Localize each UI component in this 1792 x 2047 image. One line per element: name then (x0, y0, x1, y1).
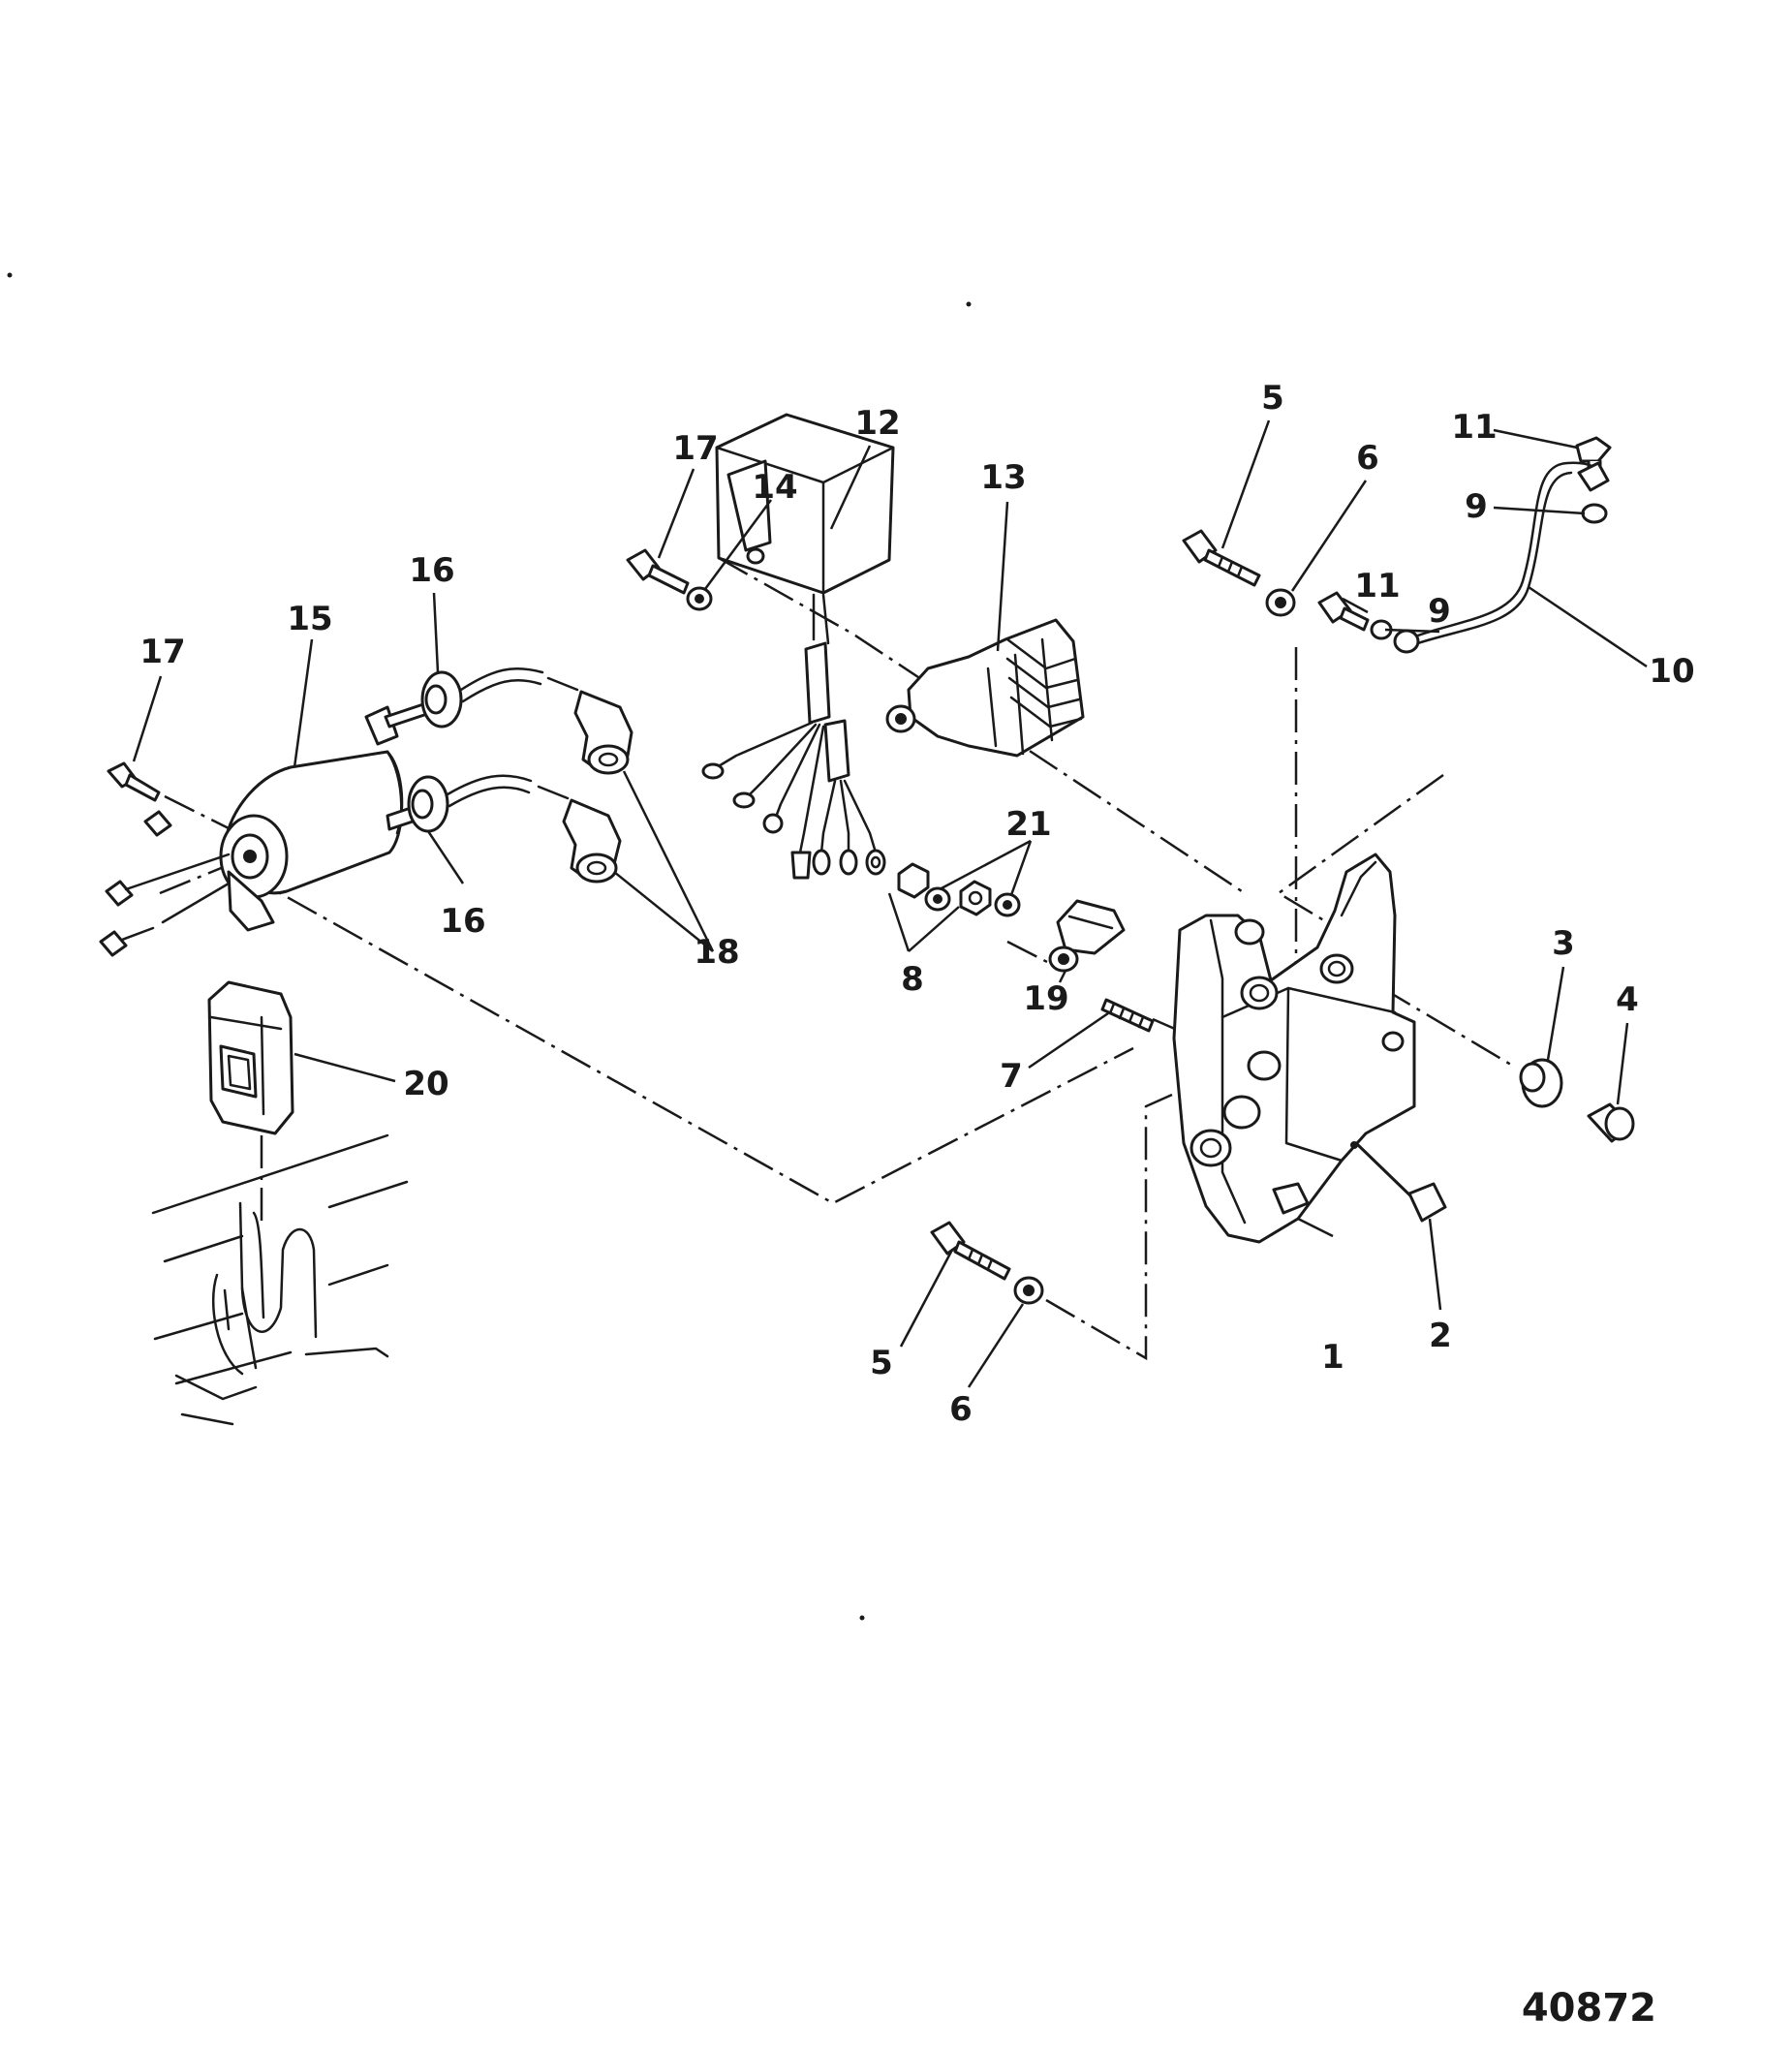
callout-6-bottom: 6 (949, 1390, 973, 1429)
plug-boot-16-top (420, 670, 463, 729)
callout-21: 21 (1005, 805, 1051, 844)
callout-20: 20 (403, 1065, 448, 1103)
ignition-coil-15 (99, 701, 432, 957)
callout-16-top: 16 (409, 551, 454, 590)
callout-3: 3 (1552, 924, 1575, 963)
switch-box-12 (701, 413, 895, 880)
spark-plug-cap-18-bottom (562, 798, 622, 884)
callout-16-bottom: 16 (440, 902, 485, 941)
figure-number: 40872 (1522, 1986, 1656, 2031)
mounting-plate (1172, 853, 1416, 1244)
spark-plug-cap-18-top (573, 690, 633, 775)
leader-lines (132, 419, 1648, 1388)
spark-lead-bottom (446, 774, 570, 808)
bolt-5-upper (1182, 529, 1261, 587)
callout-11-top: 11 (1451, 408, 1497, 447)
callout-12: 12 (854, 404, 900, 443)
washer-6-upper (1265, 588, 1296, 617)
nut-8-b (959, 880, 992, 916)
grommet-3 (1519, 1058, 1563, 1108)
stud-7 (1100, 998, 1155, 1033)
scan-specks (7, 272, 972, 1621)
nut-8-a (897, 862, 930, 899)
callout-1: 1 (1321, 1338, 1344, 1377)
callout-15: 15 (287, 600, 332, 638)
callout-14: 14 (752, 468, 797, 507)
rectifier-13 (885, 618, 1085, 758)
engine-block-fragment (151, 1133, 409, 1426)
callout-6-top: 6 (1356, 439, 1379, 478)
screw-17-left (107, 761, 161, 802)
callout-4: 4 (1616, 980, 1639, 1019)
ground-lead-10 (1393, 461, 1610, 654)
plug-boot-16-bottom (407, 775, 449, 833)
washer-21-a (924, 886, 951, 912)
callouts: 1 2 3 4 5 6 5 6 7 8 9 9 10 11 11 12 13 1… (139, 379, 1694, 1429)
callout-7: 7 (1000, 1057, 1023, 1096)
callout-9-top: 9 (1465, 487, 1488, 526)
callout-5-top: 5 (1261, 379, 1284, 418)
callout-18: 18 (694, 933, 739, 972)
callout-8: 8 (901, 960, 924, 999)
callout-11-mid: 11 (1354, 567, 1400, 605)
callout-9-mid: 9 (1428, 592, 1451, 631)
clamp-19 (1048, 899, 1126, 973)
cap-4 (1587, 1102, 1635, 1143)
bolt-5-lower (930, 1221, 1011, 1281)
assembly-centerlines (159, 556, 1517, 1361)
spark-lead-top (459, 667, 579, 703)
screw-2 (1354, 1141, 1447, 1223)
callout-17-left: 17 (139, 633, 185, 671)
callout-10: 10 (1649, 652, 1694, 691)
callout-17-top: 17 (672, 429, 718, 468)
washer-6-lower (1013, 1276, 1044, 1305)
callout-19: 19 (1023, 979, 1068, 1018)
callout-2: 2 (1429, 1317, 1452, 1355)
screw-11-mid (1317, 591, 1370, 632)
washer-14 (686, 586, 713, 611)
washer-9-top (1581, 503, 1608, 524)
rubber-clip-20 (207, 980, 294, 1135)
washer-21-b (994, 892, 1021, 917)
screw-17-top (626, 548, 690, 595)
callout-5-bottom: 5 (870, 1344, 893, 1382)
callout-13: 13 (980, 458, 1026, 497)
